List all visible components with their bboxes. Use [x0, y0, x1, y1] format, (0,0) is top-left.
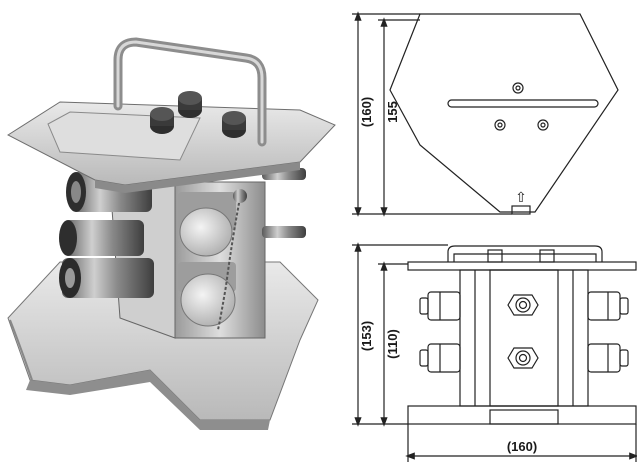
front-view-drawing [352, 242, 637, 462]
front-base-plate [407, 405, 637, 425]
dim-top-outer: (160) [359, 97, 374, 127]
base-plate-edge [26, 370, 270, 430]
front-top-plate [407, 261, 637, 271]
dim-front-body: (110) [385, 329, 400, 359]
coupling-left-2 [64, 220, 144, 256]
dim-top-inner: 155 [385, 101, 400, 123]
front-caps [178, 189, 247, 331]
front-body [459, 269, 589, 407]
coupling-left-3 [62, 258, 154, 298]
device-photo [6, 37, 336, 430]
up-arrow-icon: ⇧ [515, 189, 527, 205]
label-strip [47, 111, 201, 161]
dust-cap-lower [180, 273, 236, 327]
dust-cap-upper [179, 207, 233, 257]
top-view-outline [389, 13, 619, 213]
top-view-drawing [352, 11, 619, 217]
top-nipples [150, 91, 246, 138]
hose-barbs [262, 168, 306, 238]
base-curve [9, 319, 33, 381]
top-view-slot [447, 99, 599, 108]
dim-front-width: (160) [507, 439, 537, 454]
dim-front-total: (153) [359, 321, 374, 351]
hose-barb-lower [262, 226, 306, 238]
